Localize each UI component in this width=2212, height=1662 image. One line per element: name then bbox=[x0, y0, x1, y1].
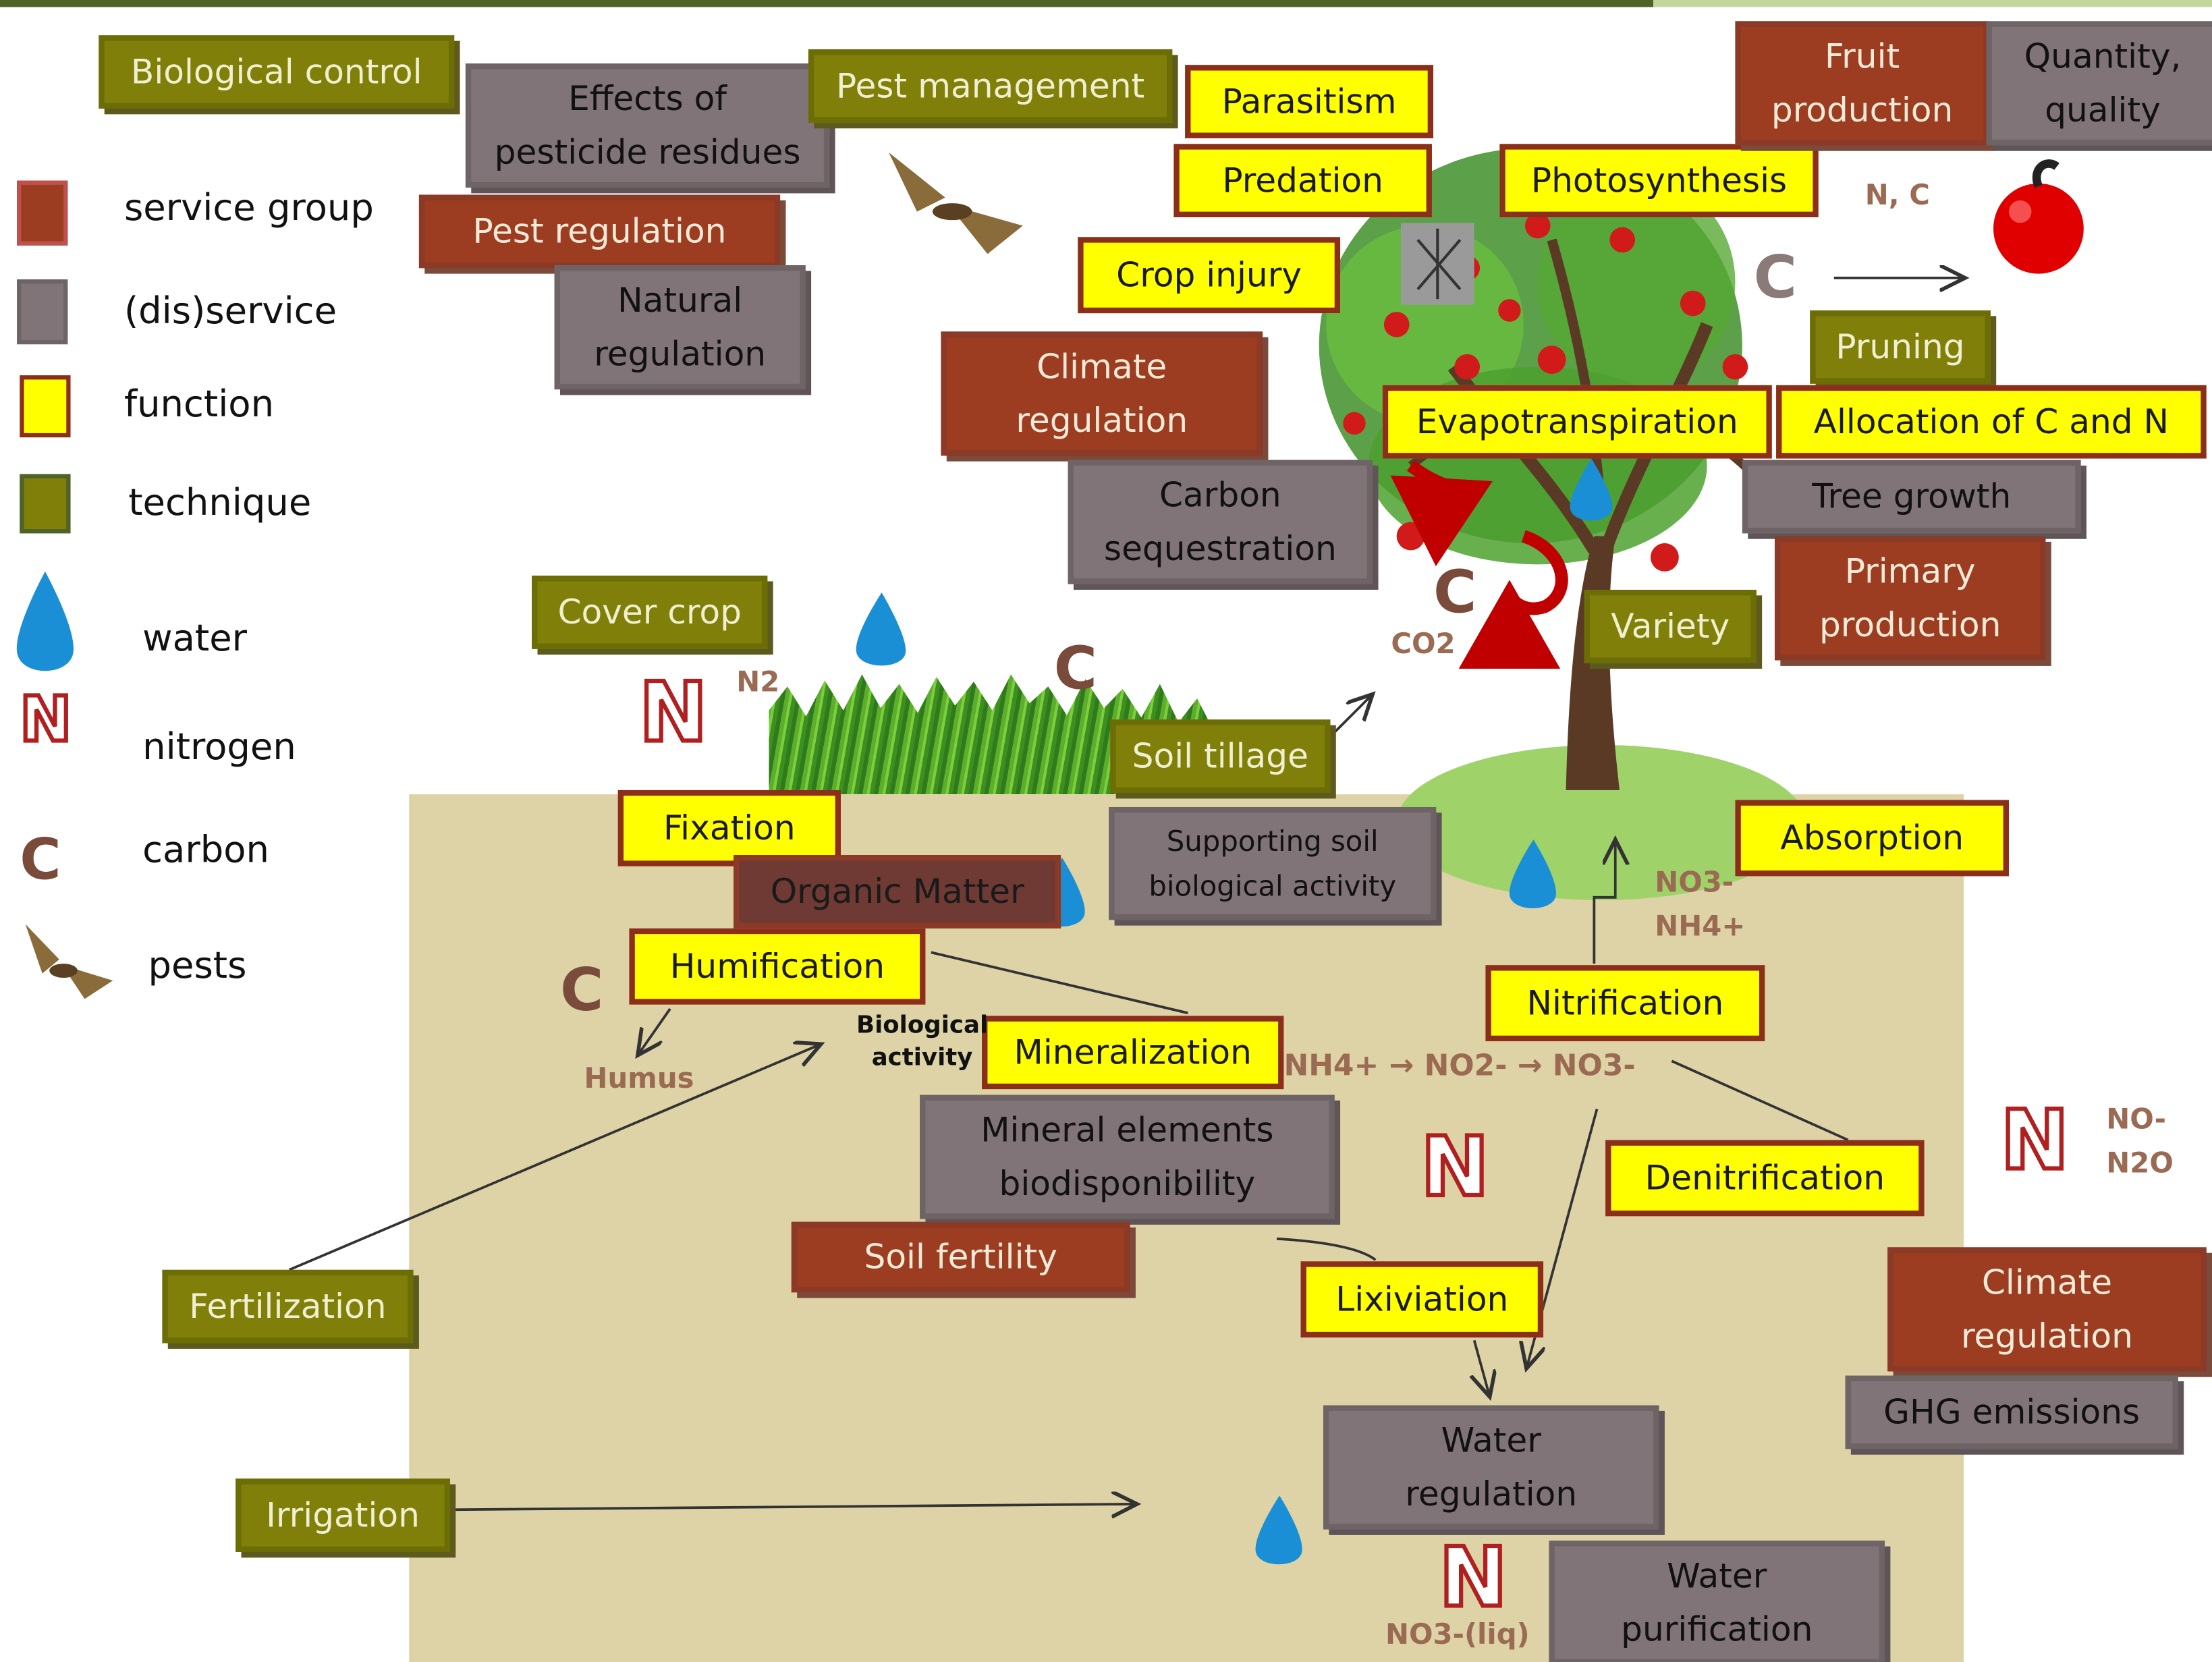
tree-growth-box: Tree growth bbox=[1742, 460, 2081, 534]
apple-icon bbox=[1993, 159, 2084, 274]
no-n2o-label: NO- N2O bbox=[2106, 1101, 2174, 1180]
soil-fertility-box: Soil fertility bbox=[791, 1221, 1130, 1293]
natural-regulation-box: Natural regulation bbox=[554, 265, 806, 390]
water-purification-box: Water purification bbox=[1549, 1541, 1885, 1662]
legend-swatch-service-group bbox=[17, 180, 68, 246]
moth-illustration bbox=[889, 152, 1023, 254]
water-regulation-box: Water regulation bbox=[1323, 1405, 1659, 1530]
predation-box: Predation bbox=[1173, 144, 1432, 217]
legend-swatch-function bbox=[20, 375, 71, 438]
climate-regulation-top-box: Climate regulation bbox=[941, 331, 1263, 456]
no3-nh4-label: NO3- NH4+ bbox=[1655, 864, 1746, 943]
legend-technique: technique bbox=[128, 482, 312, 525]
carbon-tree-icon: C bbox=[1753, 242, 1798, 312]
mineral-elements-box: Mineral elements biodisponibility bbox=[920, 1095, 1335, 1219]
effects-pesticide-box: Effects of pesticide residues bbox=[465, 63, 830, 188]
n2-label: N2 bbox=[736, 664, 780, 698]
carbon-soil-icon: C bbox=[559, 955, 604, 1024]
fruit-production-box: Fruit production bbox=[1735, 21, 1989, 146]
carbon-legend-icon: C bbox=[20, 828, 61, 893]
n-c-label: N, C bbox=[1864, 177, 1930, 212]
irrigation-box: Irrigation bbox=[236, 1478, 450, 1552]
lixiviation-box: Lixiviation bbox=[1300, 1261, 1544, 1338]
supporting-soil-activity-box: Supporting soil biological activity bbox=[1109, 806, 1437, 920]
legend-carbon: carbon bbox=[142, 829, 269, 872]
top-bar bbox=[0, 0, 1654, 7]
soil-tillage-box: Soil tillage bbox=[1110, 719, 1331, 794]
mineralization-box: Mineralization bbox=[982, 1016, 1284, 1090]
fertilization-box: Fertilization bbox=[162, 1269, 414, 1344]
legend-service-group: service group bbox=[123, 188, 374, 230]
carbon-sequestration-box: Carbon sequestration bbox=[1068, 460, 1373, 584]
apple-tree-illustration bbox=[1319, 148, 1767, 790]
carbon-grass-icon: C bbox=[1053, 633, 1098, 703]
nitrogen-fixation-icon: N bbox=[637, 664, 710, 760]
legend-swatch-disservice bbox=[17, 279, 68, 345]
legend-water: water bbox=[142, 617, 248, 661]
legend-disservice: (dis)service bbox=[123, 290, 337, 333]
primary-production-box: Primary production bbox=[1774, 536, 2046, 661]
nitrogen-legend-icon: N bbox=[18, 684, 74, 756]
photosynthesis-box: Photosynthesis bbox=[1499, 144, 1819, 217]
nitrogen-emission-icon: N bbox=[1998, 1092, 2071, 1188]
denitrification-box: Denitrification bbox=[1605, 1140, 1925, 1217]
organic-matter-box: Organic Matter bbox=[734, 855, 1061, 929]
crop-injury-box: Crop injury bbox=[1078, 237, 1341, 314]
no3-liq-label: NO3-(liq) bbox=[1385, 1617, 1530, 1651]
quantity-quality-box: Quantity, quality bbox=[1986, 21, 2212, 146]
variety-box: Variety bbox=[1584, 589, 1757, 663]
biological-activity-label: Biological activity bbox=[856, 1012, 989, 1073]
moth-legend-icon bbox=[25, 924, 113, 999]
legend-pests: pests bbox=[148, 945, 247, 988]
nitrogen-leaching-icon: N bbox=[1437, 1529, 1510, 1626]
nitrogen-soil-icon: N bbox=[1418, 1119, 1491, 1215]
absorption-box: Absorption bbox=[1735, 800, 2010, 877]
co2-label: CO2 bbox=[1391, 626, 1456, 661]
nitrogen-chain-label: NH4+ → NO2- → NO3- bbox=[1283, 1048, 1636, 1082]
nitrification-box: Nitrification bbox=[1485, 965, 1765, 1042]
allocation-c-n-box: Allocation of C and N bbox=[1776, 385, 2207, 459]
humus-label: Humus bbox=[584, 1061, 694, 1095]
pest-management-box: Pest management bbox=[808, 49, 1173, 123]
top-bar-light bbox=[1653, 0, 2212, 7]
legend-function: function bbox=[123, 383, 275, 426]
humification-box: Humification bbox=[629, 928, 926, 1005]
pruning-box: Pruning bbox=[1810, 310, 1991, 384]
evapotranspiration-box: Evapotranspiration bbox=[1382, 385, 1772, 459]
parasitism-box: Parasitism bbox=[1185, 65, 1434, 138]
biological-control-box: Biological control bbox=[99, 35, 455, 109]
water-drop-icons bbox=[16, 458, 1613, 1565]
carbon-trunk-icon: C bbox=[1433, 557, 1477, 627]
climate-regulation-bottom-box: Climate regulation bbox=[1887, 1247, 2207, 1372]
fixation-box: Fixation bbox=[617, 790, 841, 866]
legend-swatch-technique bbox=[20, 474, 71, 534]
legend-nitrogen: nitrogen bbox=[142, 726, 296, 769]
ghg-emissions-box: GHG emissions bbox=[1845, 1375, 2178, 1449]
cover-crop-box: Cover crop bbox=[532, 576, 768, 649]
pest-regulation-box: Pest regulation bbox=[418, 194, 781, 269]
